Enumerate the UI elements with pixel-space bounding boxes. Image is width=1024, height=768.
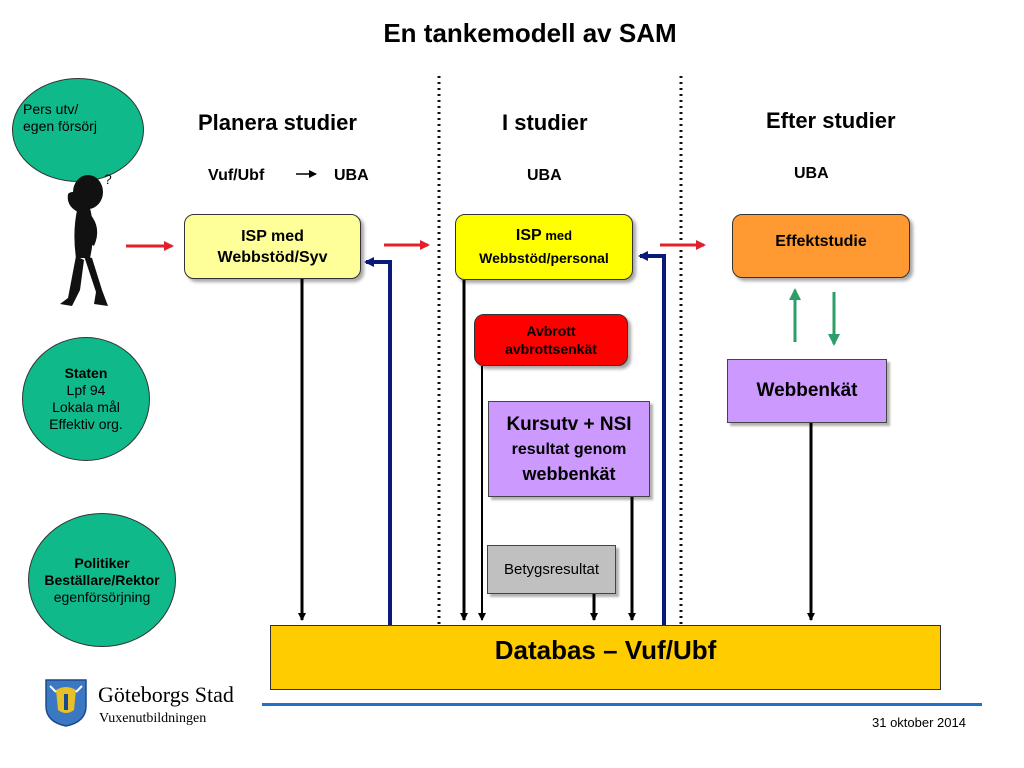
header-planera-studier: Planera studier	[198, 110, 357, 135]
box-betygsresultat-label: Betygsresultat	[503, 561, 600, 578]
box-isp-syv-line2: Webbstöd/Syv	[217, 248, 328, 266]
circle-staten-line1: Staten	[64, 365, 108, 381]
box-kursutv-line3: webbenkät	[522, 463, 616, 484]
box-isp-syv: ISP med Webbstöd/Syv	[184, 214, 361, 279]
box-avbrott-line1: Avbrott	[526, 323, 576, 339]
circle-politiker-line2: Beställare/Rektor	[44, 571, 160, 588]
header-efter-studier: Efter studier	[766, 108, 896, 133]
box-isp-personal-line1a: ISP	[515, 227, 542, 244]
circle-staten-line2: Lpf 94	[66, 382, 106, 398]
box-avbrott: Avbrott avbrottsenkät	[474, 314, 628, 366]
box-webbenkat-label: Webbenkät	[756, 380, 858, 401]
circle-politiker: Politiker Beställare/Rektor egenförsörjn…	[28, 513, 176, 647]
goteborg-crest-icon	[45, 679, 87, 727]
circle-pers-line2: egen försörj	[23, 118, 97, 134]
box-effektstudie-label: Effektstudie	[775, 233, 867, 250]
circle-politiker-line1: Politiker	[74, 554, 130, 571]
svg-text:?: ?	[104, 171, 112, 187]
sub-uba-planera: UBA	[334, 167, 369, 184]
box-databas: Databas – Vuf/Ubf	[270, 625, 941, 690]
footer-divider	[262, 703, 982, 706]
sub-vuf-ubf: Vuf/Ubf	[208, 167, 265, 184]
arrow-db-isp-personal	[638, 251, 666, 625]
box-avbrott-line2: avbrottsenkät	[505, 341, 597, 357]
thinking-figure-icon: ?	[60, 171, 112, 306]
box-databas-label: Databas – Vuf/Ubf	[494, 635, 717, 665]
box-isp-syv-line1: ISP med	[241, 227, 304, 245]
box-isp-personal-line2: Webbstöd/personal	[479, 250, 609, 266]
logo-unit: Vuxenutbildningen	[99, 711, 207, 726]
box-kursutv-line1: Kursutv + NSI	[506, 413, 632, 435]
logo-name: Göteborgs Stad	[98, 682, 234, 707]
box-webbenkat: Webbenkät	[727, 359, 887, 423]
sub-uba-efter: UBA	[794, 165, 829, 182]
box-isp-personal: ISP med Webbstöd/personal	[455, 214, 633, 280]
arrow-db-isp-syv	[364, 257, 392, 625]
circle-politiker-line3: egenförsörjning	[53, 588, 151, 605]
circle-staten-line3: Lokala mål	[52, 399, 120, 415]
box-betygsresultat: Betygsresultat	[487, 545, 616, 594]
circle-staten: Staten Lpf 94 Lokala mål Effektiv org.	[22, 337, 150, 461]
page-title: En tankemodell av SAM	[383, 18, 677, 48]
circle-pers-line1: Pers utv/	[23, 101, 79, 117]
footer-date: 31 oktober 2014	[872, 715, 966, 730]
circle-pers-utv: Pers utv/ egen försörj	[12, 78, 144, 182]
circle-staten-line4: Effektiv org.	[49, 416, 123, 432]
sub-uba-i-studier: UBA	[527, 167, 562, 184]
box-kursutv: Kursutv + NSI resultat genom webbenkät	[488, 401, 650, 497]
box-isp-personal-line1b: med	[541, 228, 573, 243]
box-kursutv-line2: resultat genom	[511, 440, 627, 458]
box-effektstudie: Effektstudie	[732, 214, 910, 278]
header-i-studier: I studier	[502, 110, 588, 135]
